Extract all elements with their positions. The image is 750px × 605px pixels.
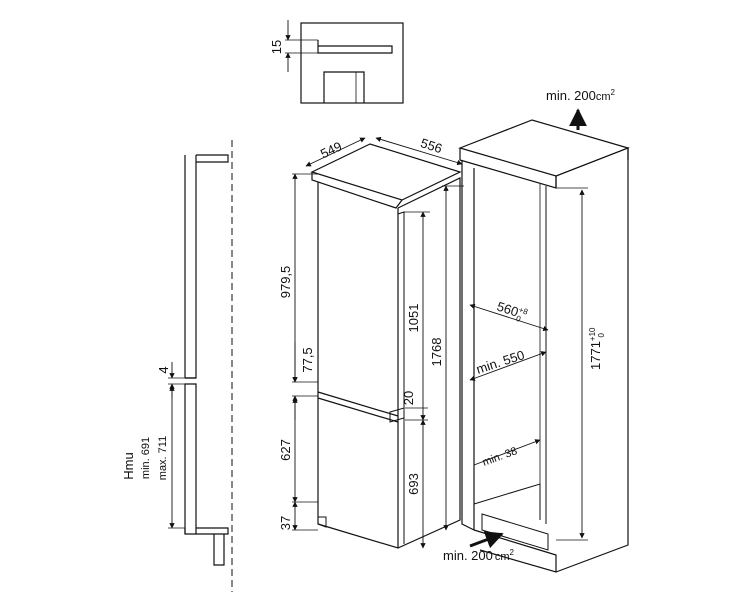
niche-plinth [481, 513, 549, 551]
top-vent-text: min. 200cm2 [546, 88, 616, 103]
bottom-vent-arrow [469, 531, 504, 549]
width-label: 556 [419, 135, 444, 156]
hinge-gap-label: 20 [401, 391, 416, 405]
niche-width-label: 560 [495, 299, 520, 320]
niche-height-tol-lower: 0 [597, 333, 606, 338]
niche-height-tol-upper: +10 [588, 327, 597, 341]
bottom-vent-unit: cm [495, 551, 510, 563]
top-vent-label: min. 200 [546, 88, 596, 103]
niche-right-wall [555, 147, 629, 573]
niche-height-label: 1771 [588, 341, 603, 370]
appliance-view: 549 556 979,5 77,5 627 37 1051 20 693 17… [278, 135, 464, 549]
upper-height-label: 979,5 [278, 266, 293, 299]
top-vent-exp: 2 [611, 88, 616, 97]
lower-height-label: 627 [278, 439, 293, 461]
niche-width-tol-lower: 0 [515, 314, 523, 324]
appliance-front [317, 182, 399, 549]
niche-view: min. 200cm2 560+80 min. 550 min. 38 1771… [443, 88, 630, 573]
lower-door-label: 693 [406, 473, 421, 495]
top-vent-unit: cm [596, 91, 611, 103]
detail-gap-label: 15 [269, 40, 284, 54]
min-depth-line [473, 439, 541, 466]
top-gap-label: 4 [156, 366, 171, 373]
total-height-label: 1768 [429, 338, 444, 367]
detail-bracket [323, 71, 365, 103]
bottom-vent-label: min. 200 [443, 548, 493, 563]
detail-rail [317, 40, 393, 54]
door-height-label: 1051 [406, 304, 421, 333]
niche-height-text: 1771+100 [588, 327, 606, 370]
max-label: max. 711 [157, 436, 169, 480]
depth-dimension-line [305, 137, 366, 167]
base-label: 37 [278, 516, 293, 530]
niche-width-text: 560+80 [494, 299, 529, 326]
niche-width-line [469, 303, 549, 332]
min-width-label: min. 550 [474, 347, 526, 377]
min-label: min. 691 [140, 437, 152, 479]
min-depth-label: min. 38 [481, 445, 519, 469]
width-dimension-line [375, 136, 463, 166]
upper-door-panel [185, 154, 229, 379]
door-split [317, 391, 399, 417]
niche-left-wall [461, 160, 475, 531]
detail-frame [300, 22, 404, 104]
mid-gap-label: 77,5 [300, 347, 315, 372]
plinth [213, 534, 225, 566]
niche-base [473, 529, 557, 573]
bottom-vent-exp: 2 [510, 548, 515, 557]
hmu-label: Hmu [121, 452, 136, 479]
appliance-side [397, 177, 461, 549]
min-width-line [469, 351, 547, 381]
detail-box: 15 [269, 20, 404, 104]
niche-width-tol-upper: +8 [518, 305, 530, 317]
middle-hinge [389, 407, 405, 423]
lower-door-panel [184, 383, 197, 535]
side-view: 4 Hmu min. 691 max. 711 [121, 140, 233, 592]
